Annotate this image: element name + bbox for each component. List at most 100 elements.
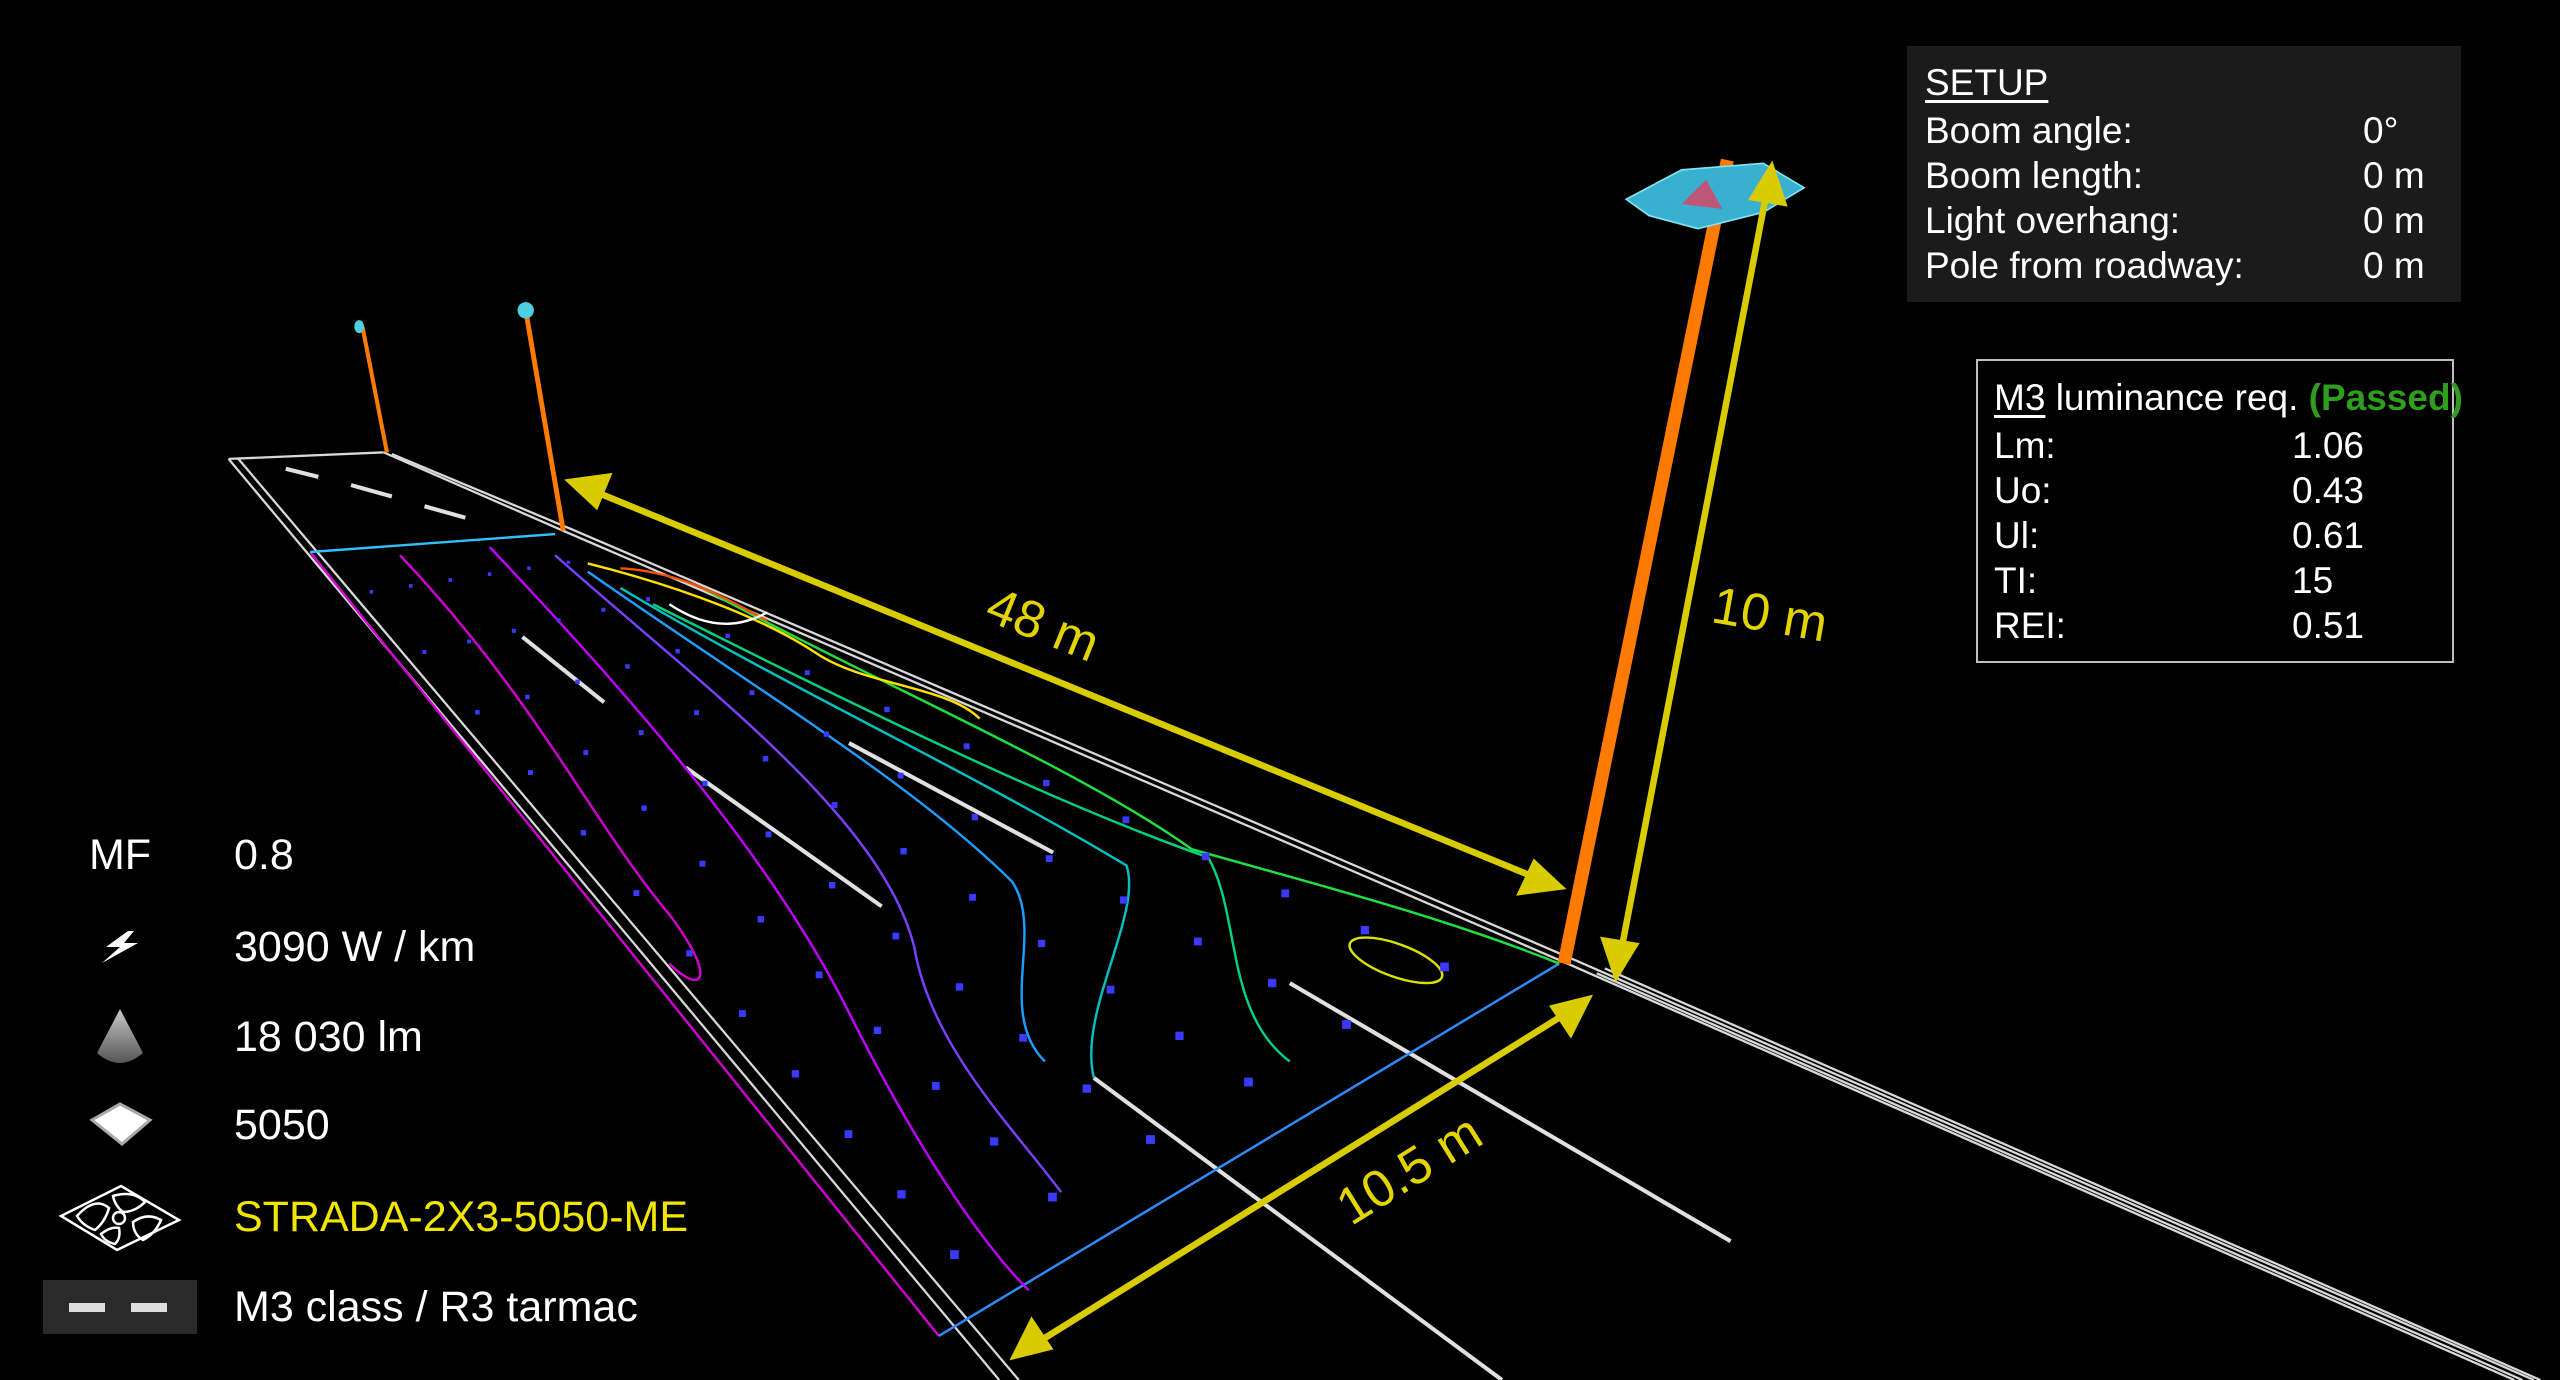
luminaire-far <box>354 320 365 334</box>
grid-point <box>1045 855 1053 862</box>
grid-point <box>1440 962 1449 972</box>
legend-led: 5050 <box>40 1090 740 1160</box>
light-cone-icon <box>40 1002 200 1072</box>
grid-point <box>633 890 640 897</box>
grid-point <box>823 731 829 737</box>
grid-point <box>694 710 700 716</box>
grid-point <box>844 1130 853 1138</box>
grid-point <box>791 1070 800 1078</box>
grid-points <box>369 560 1449 1259</box>
grid-point <box>566 560 571 565</box>
dimension-arrows <box>564 160 1788 1361</box>
road-marking-icon <box>40 1272 200 1342</box>
grid-point <box>831 802 838 808</box>
grid-point <box>625 664 630 669</box>
grid-point <box>1146 1135 1155 1144</box>
grid-point <box>675 648 680 654</box>
grid-point <box>1342 1020 1351 1029</box>
grid-point <box>527 770 533 776</box>
legend-mf: MF 0.8 <box>40 820 740 890</box>
grid-point <box>725 633 730 639</box>
grid-point <box>931 1082 940 1090</box>
luminance-row: Lm:1.06 <box>1994 425 2365 466</box>
grid-point <box>955 983 964 991</box>
grid-point <box>1201 852 1210 861</box>
grid-point <box>580 830 587 836</box>
grid-point <box>897 1190 906 1199</box>
grid-point <box>575 679 580 684</box>
grid-point <box>448 578 452 582</box>
grid-point <box>638 730 644 736</box>
grid-point <box>556 618 561 623</box>
grid-point <box>971 813 979 821</box>
grid-point <box>527 566 531 570</box>
mf-label: MF <box>88 830 152 879</box>
luminance-row: TI:15 <box>1994 560 2334 601</box>
grid-point <box>815 971 823 979</box>
luminaire-module-icon <box>40 1182 200 1252</box>
grid-point <box>699 860 706 867</box>
setup-row: Light overhang:0 m <box>1925 200 2425 241</box>
luminaire-mid <box>517 302 534 319</box>
grid-point <box>475 710 480 715</box>
grid-point <box>873 1026 882 1035</box>
grid-point <box>892 932 900 940</box>
grid-point <box>1360 926 1370 935</box>
grid-point <box>749 690 755 696</box>
grid-point <box>762 756 769 762</box>
setup-title: SETUP <box>1925 62 2049 103</box>
grid-point <box>409 584 413 588</box>
grid-point <box>804 670 810 676</box>
grid-point <box>884 706 890 713</box>
grid-point <box>765 831 772 838</box>
lightning-icon <box>40 912 200 982</box>
grid-point <box>1019 1033 1028 1042</box>
luminance-row: Ul:0.61 <box>1994 515 2365 556</box>
luminance-title: M3 luminance req. (Passed) <box>1994 377 2463 418</box>
grid-point <box>897 772 904 779</box>
grid-point <box>601 607 606 612</box>
grid-point <box>969 893 976 901</box>
grid-point <box>422 650 427 655</box>
grid-point <box>1244 1077 1253 1087</box>
grid-point <box>467 639 472 644</box>
grid-point <box>641 805 647 811</box>
grid-point <box>900 847 907 855</box>
grid-point <box>1082 1084 1091 1093</box>
legend-luminaire: STRADA-2X3-5050-ME <box>40 1182 740 1252</box>
grid-point <box>702 780 708 787</box>
grid-point <box>950 1250 959 1259</box>
grid-point <box>525 694 530 700</box>
road-edges <box>227 451 2541 1380</box>
led-chip-icon <box>40 1090 200 1160</box>
grid-point <box>1043 779 1050 787</box>
grid-point <box>1122 816 1130 824</box>
grid-point <box>1281 889 1290 898</box>
grid-point <box>757 916 764 923</box>
grid-point <box>646 597 651 602</box>
grid-point <box>739 1010 746 1018</box>
grid-point <box>828 882 836 889</box>
luminance-row: REI:0.51 <box>1994 605 2365 646</box>
setup-row: Pole from roadway:0 m <box>1925 245 2425 286</box>
grid-point <box>963 743 970 750</box>
calculation-grid <box>309 532 1560 1337</box>
grid-point <box>1106 985 1115 994</box>
legend-road-class: M3 class / R3 tarmac <box>40 1272 740 1342</box>
grid-point <box>1048 1192 1057 1202</box>
luminance-row: Uo:0.43 <box>1994 470 2365 511</box>
luminance-panel: M3 luminance req. (Passed) Lm:1.06 Uo:0.… <box>1976 359 2463 663</box>
legend-power: 3090 W / km <box>40 912 740 982</box>
grid-point <box>990 1137 999 1146</box>
setup-panel: SETUP Boom angle:0° Boom length:0 m Ligh… <box>1907 46 2461 302</box>
grid-point <box>686 950 693 957</box>
grid-point <box>487 572 492 576</box>
legend-lumen: 18 030 lm <box>40 1002 740 1072</box>
grid-point <box>583 750 589 756</box>
grid-point <box>511 628 516 633</box>
grid-point <box>1175 1031 1184 1040</box>
grid-point <box>1037 939 1046 948</box>
grid-point <box>1193 937 1202 946</box>
setup-row: Boom angle:0° <box>1925 110 2399 151</box>
